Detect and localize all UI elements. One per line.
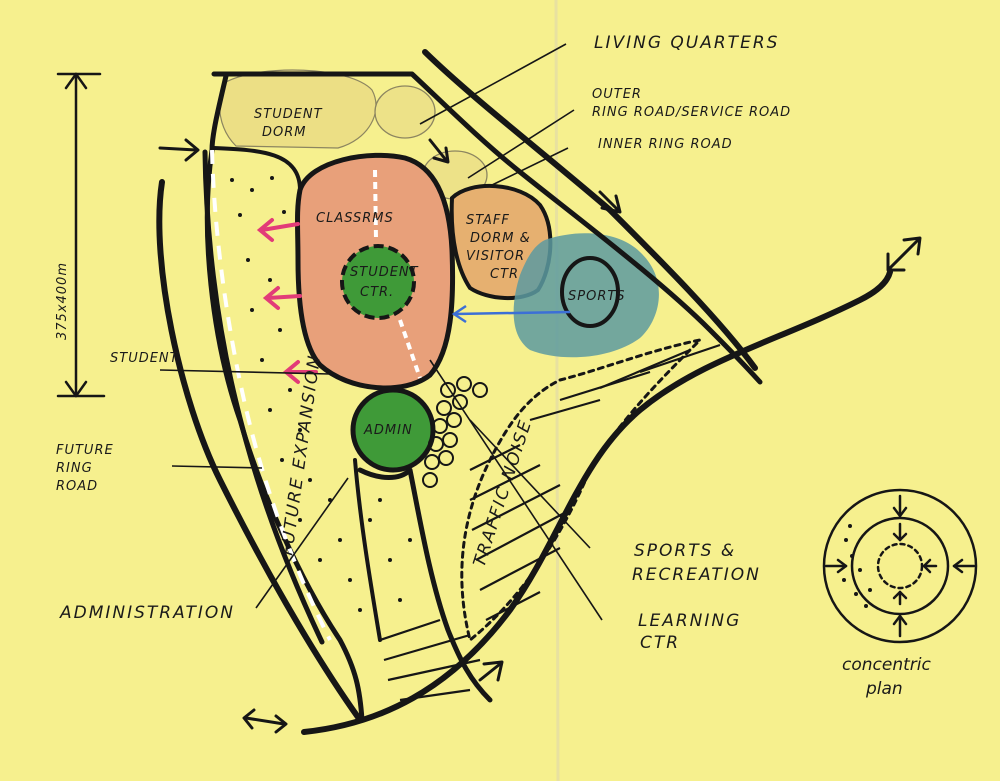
blue-link-arrow — [454, 310, 571, 316]
staff-label-1: STAFF — [466, 213, 510, 228]
classroom-axis-lower — [398, 319, 422, 379]
label-future-ring-2: RING — [56, 461, 93, 476]
label-inner-ring: INNER RING ROAD — [598, 137, 733, 152]
student-dorm-label-2: DORM — [262, 125, 307, 140]
entry-arrows — [158, 138, 922, 734]
classrooms-label: CLASSRMS — [316, 211, 394, 226]
paper-fold-line — [554, 0, 560, 781]
concentric-stipple — [842, 524, 872, 608]
tree-circles — [422, 376, 488, 488]
future-expansion-label: FUTURE EXPANSION — [277, 353, 325, 557]
admin-zone — [350, 387, 436, 473]
label-outer-ring-1: OUTER — [592, 87, 642, 102]
label-concentric-1: concentric — [842, 655, 931, 675]
student-center-zone — [340, 244, 416, 320]
concentric-plan-diagram — [822, 488, 978, 644]
pink-expansion-arrows — [256, 218, 318, 384]
future-ring-road-dashes — [210, 149, 332, 641]
label-sports-rec-2: RECREATION — [632, 565, 761, 585]
label-living-quarters: LIVING QUARTERS — [594, 33, 779, 53]
inner-curve — [212, 146, 302, 192]
label-future-ring-3: ROAD — [56, 479, 98, 494]
blue-link-arrowhead — [451, 304, 467, 324]
label-outer-ring-2: RING ROAD/SERVICE ROAD — [592, 105, 791, 120]
leader-lines — [159, 43, 603, 621]
admin-label: ADMIN — [363, 423, 413, 438]
label-learning-1: LEARNING — [638, 611, 741, 631]
living-quarters-zone-1 — [374, 85, 436, 139]
student-center-label-2: CTR. — [360, 285, 394, 300]
sports-oval — [560, 256, 620, 328]
staff-label-3: VISITOR — [466, 249, 525, 264]
student-center-label-1: STUDENT — [350, 265, 419, 280]
label-administration: ADMINISTRATION — [59, 603, 235, 623]
outer-road-left — [156, 179, 363, 723]
student-dorm-label-1: STUDENT — [254, 107, 323, 122]
label-sports-rec-1: SPORTS & — [634, 541, 736, 561]
sports-label: SPORTS — [568, 289, 626, 304]
staff-label-2: DORM & — [470, 231, 531, 246]
central-spine — [357, 467, 493, 703]
label-concentric-2: plan — [865, 679, 903, 699]
dimension-line — [56, 72, 106, 398]
label-dimension: 375x400m — [55, 262, 70, 340]
traffic-noise-hatch — [379, 343, 721, 702]
staff-label-4: CTR — [490, 267, 519, 282]
label-student: STUDENT — [110, 351, 179, 366]
future-ring-road-edge — [202, 149, 325, 645]
label-learning-2: CTR — [640, 633, 680, 653]
sports-zone — [513, 233, 659, 358]
inner-ring-road — [211, 71, 763, 385]
label-future-ring-1: FUTURE — [56, 443, 114, 458]
central-spine-left — [353, 458, 382, 642]
